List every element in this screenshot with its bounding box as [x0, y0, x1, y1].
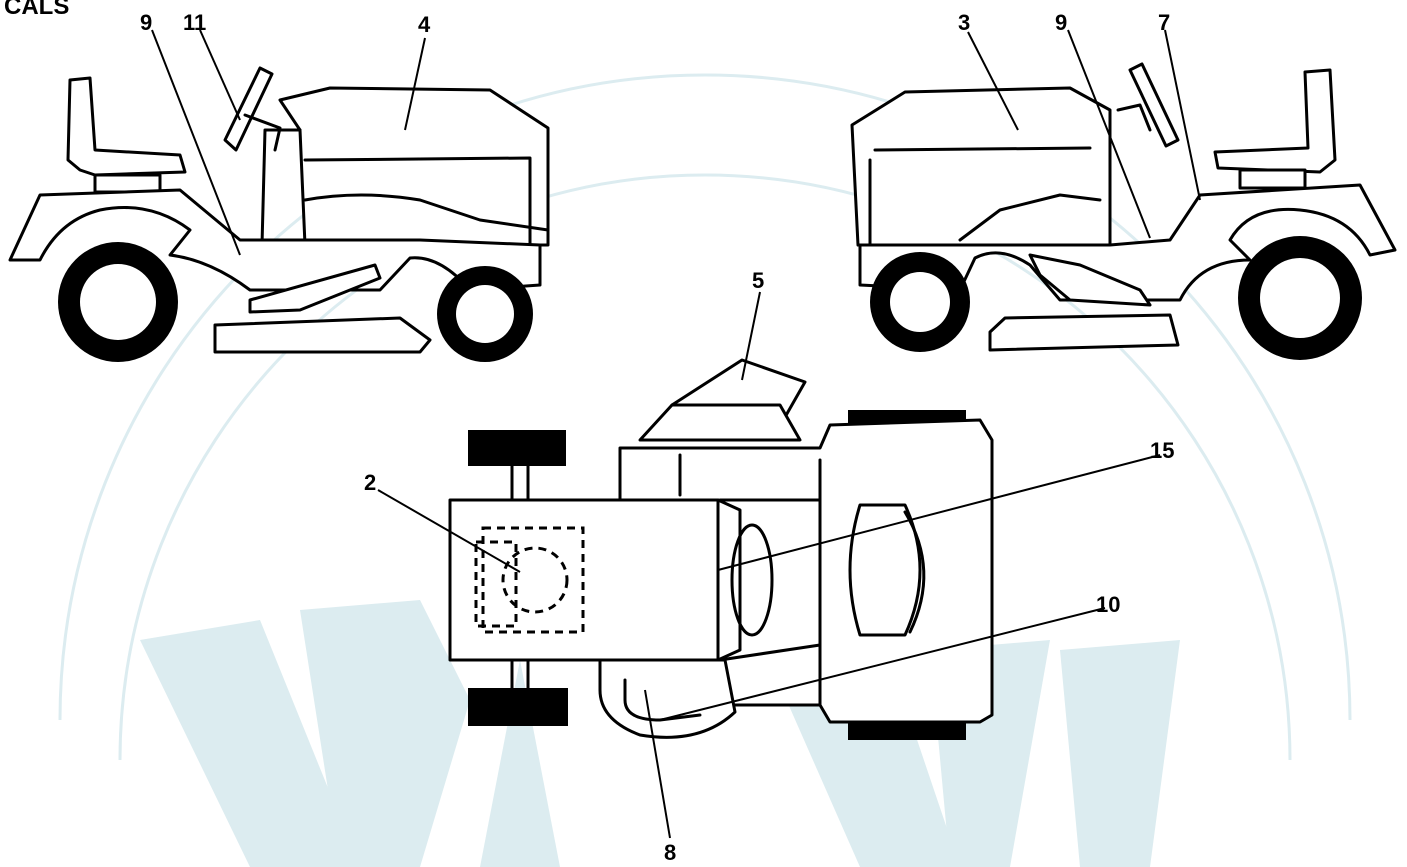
- front-tire-bottom: [468, 688, 568, 726]
- steering-wheel: [1128, 62, 1180, 148]
- seat-pad: [848, 503, 922, 637]
- callout-9-right: 9: [1055, 10, 1067, 35]
- mower-deck: [213, 316, 432, 354]
- front-tire-top: [468, 430, 566, 466]
- callout-8: 8: [664, 840, 676, 865]
- seat-base: [93, 173, 162, 194]
- callout-10: 10: [1096, 592, 1120, 617]
- seat: [66, 76, 187, 177]
- callout-3: 3: [958, 10, 970, 35]
- decal-2-area: [481, 526, 585, 634]
- steering-console: [730, 523, 774, 637]
- callout-11: 11: [183, 10, 206, 35]
- callout-4: 4: [418, 12, 431, 37]
- seat: [1213, 68, 1337, 174]
- callout-2: 2: [364, 470, 376, 495]
- top-view-mower: 5 2 15 10 8: [364, 268, 1174, 865]
- hood: [850, 86, 1112, 247]
- right-side-mower-view: 3 9 7: [850, 10, 1397, 360]
- hood: [278, 86, 550, 247]
- rear-tire-bottom: [848, 722, 966, 740]
- page-title: CALS: [4, 0, 69, 20]
- mower-deck: [988, 313, 1180, 352]
- hood-top: [448, 498, 720, 662]
- fender: [858, 183, 1397, 302]
- left-side-mower-view: 9 11 4: [8, 10, 550, 362]
- callout-9-left: 9: [140, 10, 152, 35]
- callout-15: 15: [1150, 438, 1174, 463]
- steering-wheel: [223, 66, 274, 152]
- seat-base: [1238, 168, 1307, 190]
- callout-7: 7: [1158, 10, 1170, 35]
- callout-5: 5: [752, 268, 764, 293]
